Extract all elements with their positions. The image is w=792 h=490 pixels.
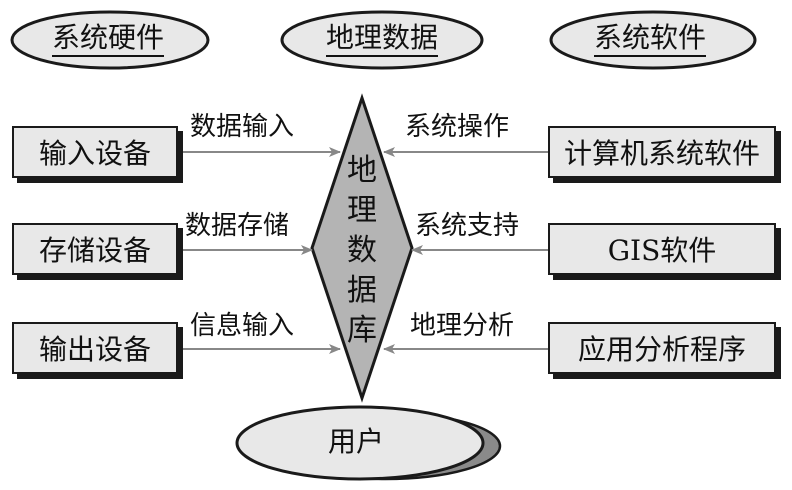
box-gis-software-label: GIS软件 — [607, 234, 717, 267]
oval-hardware-text: 系统硬件 — [52, 21, 165, 57]
box-input-device-label: 输入设备 — [38, 137, 151, 170]
edge-label-data-storage: 数据存储 — [185, 211, 290, 241]
box-system-software-label: 计算机系统软件 — [563, 137, 760, 170]
box-system-software: 计算机系统软件 — [548, 126, 776, 178]
oval-software-text: 系统软件 — [594, 21, 707, 57]
core-char-3: 据 — [347, 273, 377, 308]
box-gis-software: GIS软件 — [548, 223, 776, 275]
box-application: 应用分析程序 — [548, 322, 776, 374]
core-diamond — [310, 93, 414, 403]
box-application-label: 应用分析程序 — [577, 333, 746, 366]
oval-software-shape — [549, 10, 757, 70]
oval-data-label: 地理数据 — [326, 21, 439, 57]
oval-software-label: 系统软件 — [594, 21, 707, 57]
box-storage-device: 存储设备 — [12, 223, 178, 275]
oval-hardware-shape — [10, 10, 210, 70]
oval-data-text: 地理数据 — [326, 21, 439, 57]
core-char-2: 数 — [347, 233, 377, 268]
oval-data-shape — [280, 10, 484, 70]
box-storage-device-label: 存储设备 — [38, 234, 151, 267]
oval-hardware-label: 系统硬件 — [52, 21, 165, 57]
edge-label-data-input: 数据输入 — [190, 112, 295, 142]
edge-label-system-support: 系统支持 — [415, 211, 520, 241]
box-output-device: 输出设备 — [12, 322, 178, 374]
edge-label-info-input: 信息输入 — [190, 311, 295, 341]
core-char-0: 地 — [347, 153, 377, 188]
box-input-device: 输入设备 — [12, 126, 178, 178]
edge-label-system-operation: 系统操作 — [405, 112, 510, 142]
user-label: 用户 — [328, 425, 385, 458]
core-char-4: 库 — [347, 313, 377, 348]
box-output-device-label: 输出设备 — [38, 333, 151, 366]
user-oval-shape — [235, 405, 485, 481]
edge-label-geo-analysis: 地理分析 — [410, 311, 515, 341]
core-char-1: 理 — [347, 193, 377, 228]
